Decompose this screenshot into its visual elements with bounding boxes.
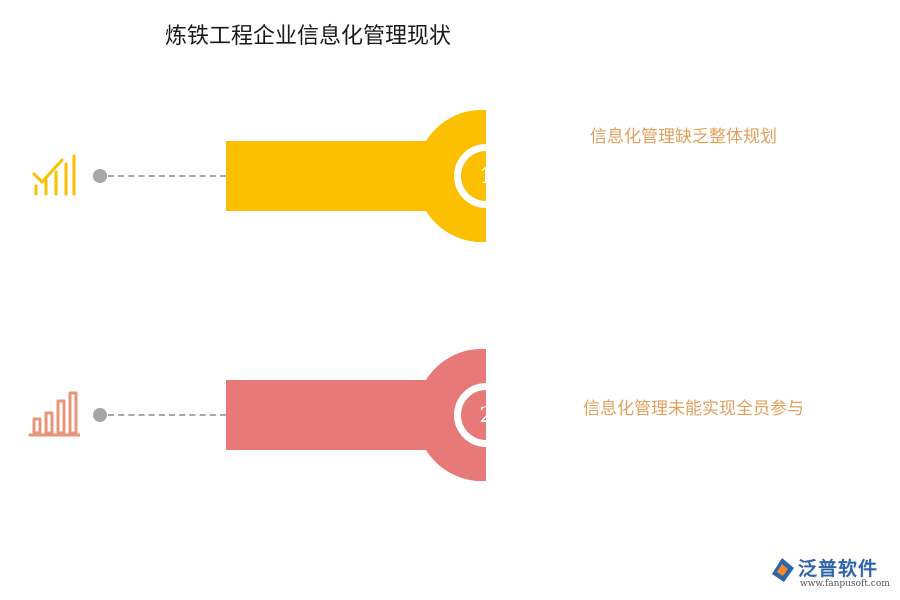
step-number: 1 <box>479 164 486 188</box>
signal-bars-icon <box>32 154 76 196</box>
connector-line <box>108 175 226 177</box>
connector-line <box>108 414 226 416</box>
brand-logo: 泛普软件 www.fanpusoft.com <box>768 554 893 594</box>
step-shape: 2 <box>226 348 486 482</box>
connector-dot <box>93 408 107 422</box>
logo-icon <box>772 558 794 582</box>
logo-url: www.fanpusoft.com <box>800 579 890 589</box>
connector-dot <box>93 169 107 183</box>
step-number: 2 <box>479 403 486 427</box>
item-text: 信息化管理缺乏整体规划 <box>590 127 777 147</box>
list-item: 2 信息化管理未能实现全员参与 <box>0 345 900 485</box>
page-title: 炼铁工程企业信息化管理现状 <box>165 24 452 49</box>
step-shape: 1 <box>226 109 486 243</box>
list-item: 1 信息化管理缺乏整体规划 <box>0 106 900 246</box>
bar-chart-icon <box>28 391 80 437</box>
logo-name: 泛普软件 <box>798 558 879 580</box>
item-text: 信息化管理未能实现全员参与 <box>583 399 804 419</box>
